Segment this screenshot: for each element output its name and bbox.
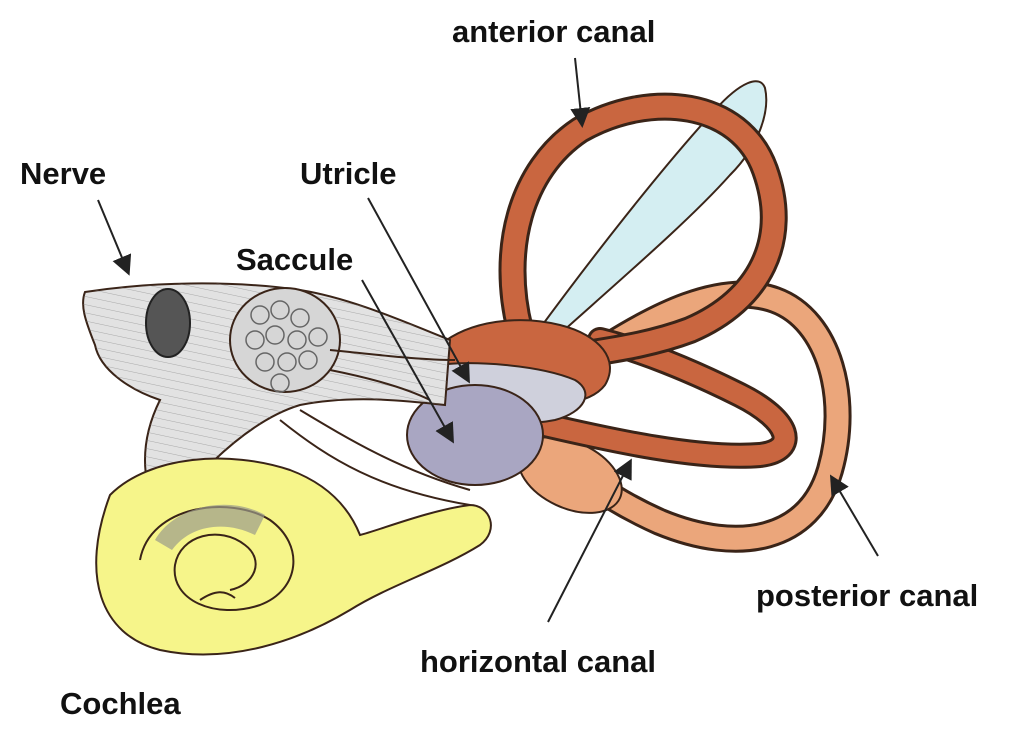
endolymphatic-sac: [533, 80, 768, 342]
label-horizontal-canal: horizontal canal: [420, 644, 656, 679]
nerve-branches: [279, 349, 471, 506]
label-cochlea: Cochlea: [60, 686, 181, 721]
arrow-utricle: [367, 197, 470, 384]
arrow-posterior-canal: [829, 474, 879, 557]
label-nerve: Nerve: [20, 156, 107, 191]
label-posterior-canal: posterior canal: [756, 578, 979, 613]
label-saccule: Saccule: [236, 242, 354, 277]
arrow-saccule: [361, 279, 454, 444]
arrow-anterior-canal: [570, 57, 591, 128]
ganglion-cells: [245, 300, 328, 393]
label-anterior-canal: anterior canal: [452, 14, 656, 49]
cochlea-inner-band: [155, 504, 265, 550]
saccule-shape: [406, 384, 544, 486]
label-utricle: Utricle: [300, 156, 397, 191]
nerve-cross-section: [145, 288, 191, 358]
arrow-nerve: [97, 199, 132, 276]
arrow-horizontal-canal: [547, 458, 632, 623]
